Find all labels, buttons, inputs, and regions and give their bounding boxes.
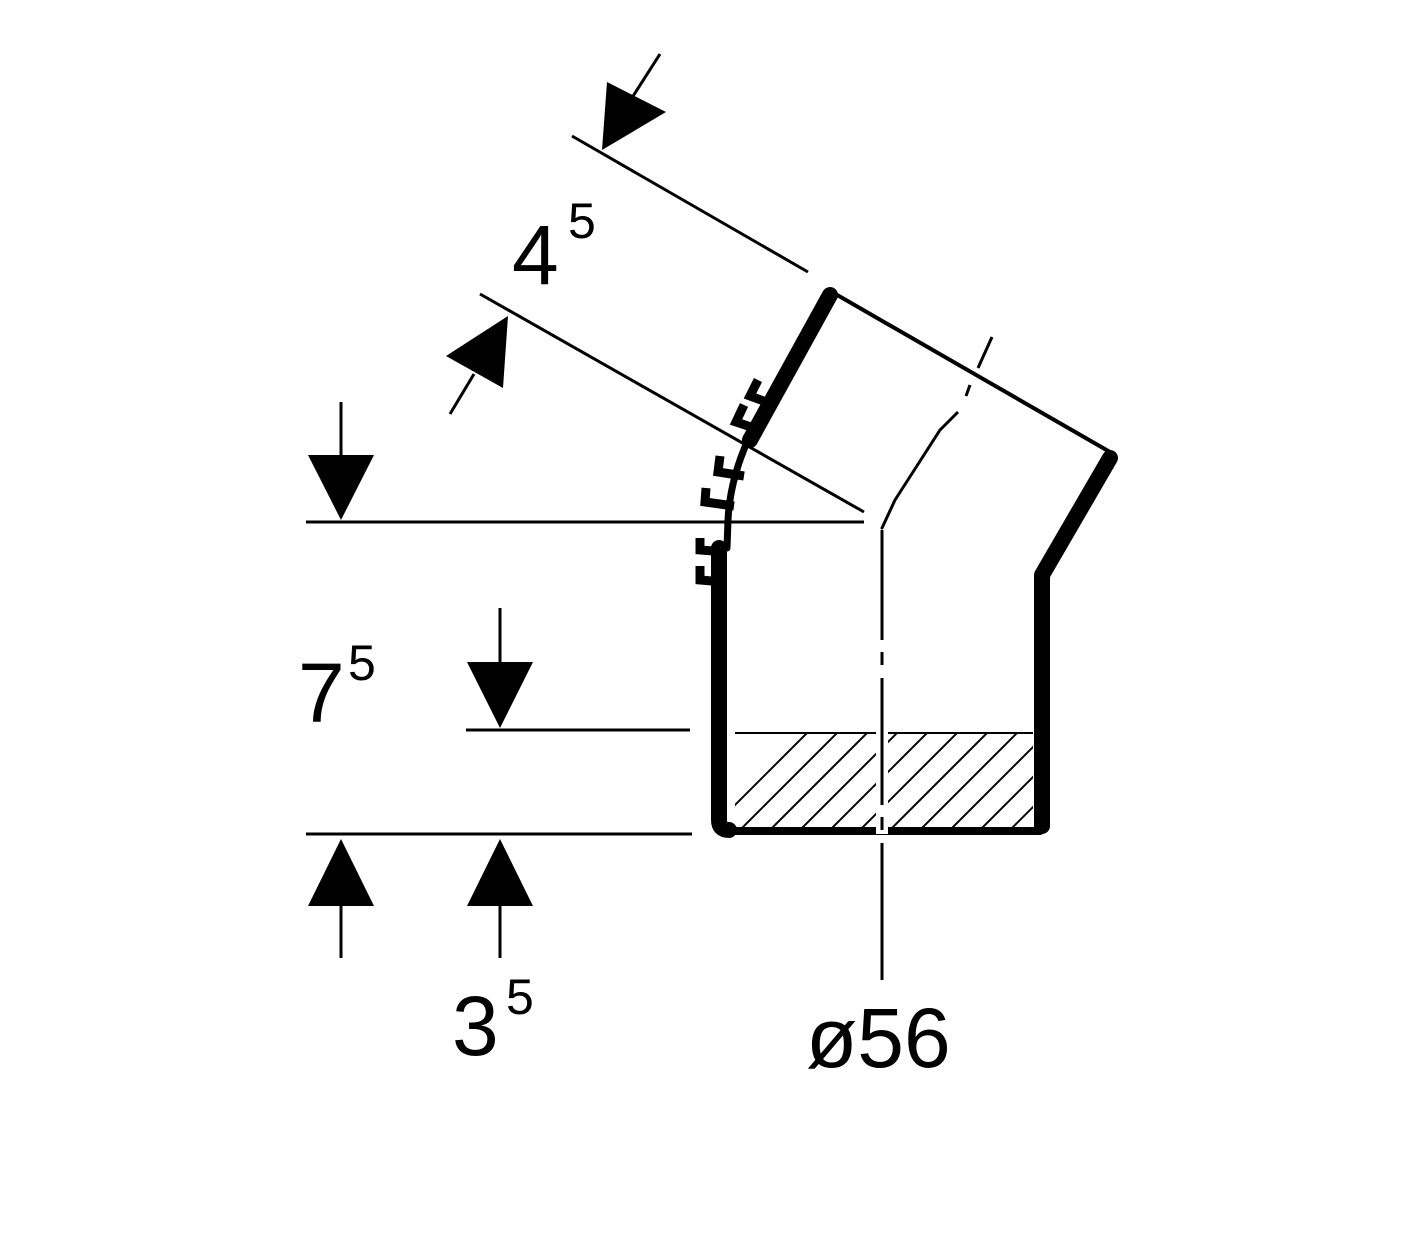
pipe-left-wall-lower — [711, 540, 737, 838]
label-base-offset-sup: 5 — [506, 969, 534, 1025]
extension-line-angled-top — [571, 134, 809, 274]
label-base-offset: 3 — [452, 979, 499, 1073]
pipe-outline — [711, 287, 1118, 838]
extension-line-angled-lower — [479, 292, 865, 514]
arrow-angled-top — [602, 82, 666, 150]
pipe-inner-bend-line — [880, 428, 942, 530]
pipe-top-rim — [830, 290, 1112, 454]
arrowheads — [308, 82, 666, 906]
centerlines — [880, 336, 994, 980]
dimension-lines — [306, 53, 865, 958]
seal-rib — [743, 377, 774, 409]
pipe-bend-arc — [723, 436, 752, 552]
angled-centerline — [976, 336, 994, 369]
label-socket-depth-sup: 5 — [348, 635, 376, 691]
seal-rib — [695, 538, 727, 557]
hatched-section — [735, 733, 1033, 832]
arrow-down-bend-level — [308, 455, 374, 520]
arrow-up-base-left — [308, 839, 374, 906]
seal-rib — [695, 566, 725, 587]
label-angled-offset: 4 — [512, 208, 559, 302]
seal-rib — [700, 487, 735, 511]
pipe-left-wall-upper — [742, 287, 838, 448]
label-socket-depth: 7 — [298, 646, 345, 740]
seal-rib — [712, 455, 745, 481]
pipe-right-wall-lower — [1034, 450, 1118, 834]
arrow-angled-lower — [446, 316, 508, 388]
seal-ribs — [695, 377, 774, 587]
label-diameter: ø56 — [806, 991, 951, 1085]
label-angled-offset-sup: 5 — [568, 193, 596, 249]
seal-rib — [729, 403, 762, 435]
arrow-up-base-right — [467, 839, 533, 906]
dimension-labels: 4 5 7 5 3 5 ø56 — [298, 193, 951, 1085]
arrow-down-socket-depth — [467, 662, 533, 728]
